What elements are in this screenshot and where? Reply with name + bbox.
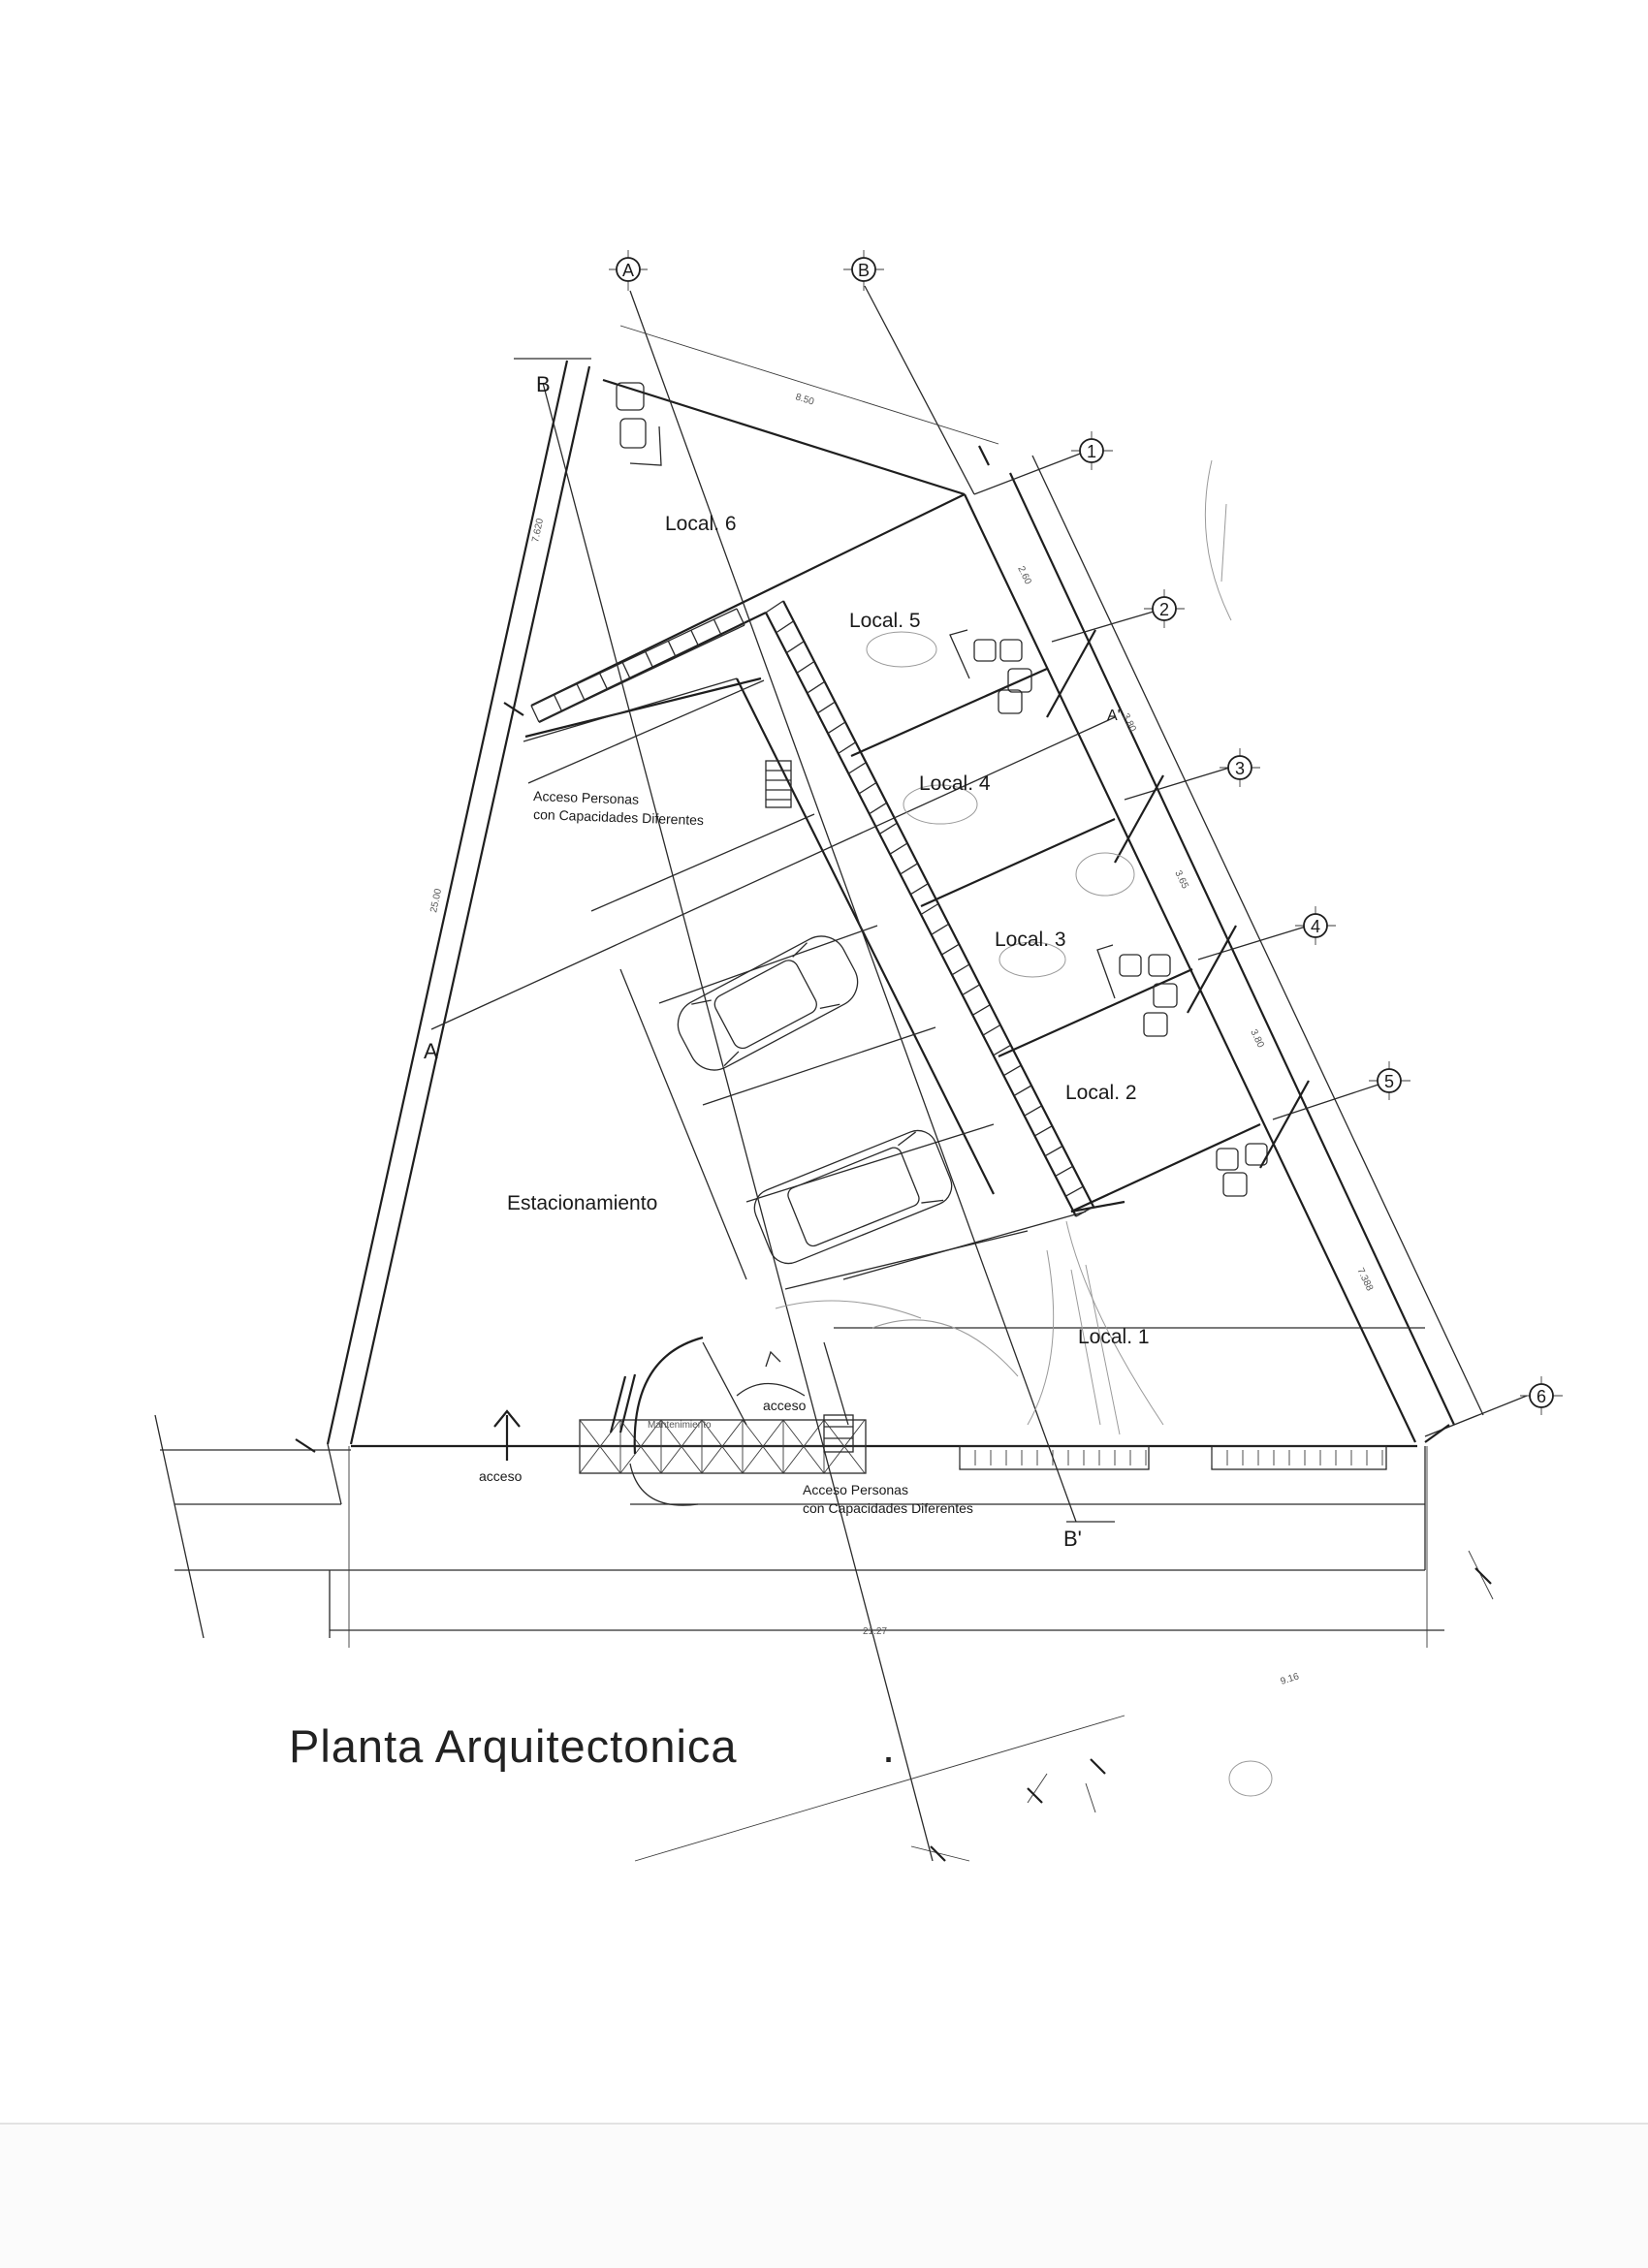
- axis-label-5: 5: [1384, 1072, 1394, 1091]
- dimension-ticks: [295, 445, 1492, 1862]
- pencil-sketch-marks: [775, 459, 1273, 1797]
- axis-lines: [430, 285, 1528, 1862]
- car-1: [677, 935, 859, 1071]
- dimension-value: 3.65: [1172, 868, 1190, 891]
- dimension-value: 21.27: [863, 1626, 887, 1637]
- internal-walls: [523, 493, 1425, 1329]
- section-label-b-bottom: B': [1063, 1527, 1082, 1551]
- axis-label-3: 3: [1235, 759, 1245, 778]
- room-label-local-1: Local. 1: [1078, 1326, 1150, 1348]
- access-label-street: acceso: [479, 1468, 523, 1484]
- dimension-value: 7.388: [1354, 1266, 1375, 1293]
- axis-bubble-5: 5: [1369, 1061, 1410, 1100]
- section-label-a-right: A': [1107, 708, 1121, 724]
- access-arrow-icon: [493, 1409, 521, 1461]
- axis-bubble-1: 1: [1071, 431, 1113, 470]
- dimension-value: 3.80: [1248, 1027, 1266, 1050]
- maintenance-label: Mantenimiento: [648, 1420, 712, 1431]
- drawing-title: Planta Arquitectonica: [289, 1720, 738, 1772]
- accessible-access-label-2b: con Capacidades Diferentes: [803, 1500, 973, 1516]
- scan-page-edge: [0, 2123, 1648, 2268]
- room-label-local-6: Local. 6: [665, 513, 737, 535]
- dimension-value: 9.16: [1280, 1671, 1301, 1687]
- axis-label-b: B: [858, 261, 870, 280]
- axis-label-1: 1: [1087, 442, 1096, 461]
- drawing-title-mark: .: [882, 1720, 896, 1772]
- dimension-value: 7.620: [530, 517, 546, 543]
- car-2: [753, 1129, 953, 1265]
- room-label-estacionamiento: Estacionamiento: [507, 1192, 657, 1214]
- dimension-value: 3.80: [1120, 711, 1138, 734]
- axis-bubble-3: 3: [1220, 748, 1260, 787]
- room-label-local-2: Local. 2: [1065, 1082, 1137, 1104]
- dimension-value: 25.00: [428, 887, 444, 913]
- storefront-windows: [959, 1445, 1387, 1470]
- accessible-access-label-1a: Acceso Personas: [533, 788, 639, 807]
- accessible-access-label-2a: Acceso Personas: [803, 1482, 908, 1497]
- entrance-area: [579, 1336, 867, 1506]
- hatched-wall-band: [530, 608, 745, 723]
- axis-bubble-a: A: [609, 250, 648, 291]
- axis-bubble-4: 4: [1295, 906, 1336, 945]
- accessible-access-label-1b: con Capacidades Diferentes: [533, 806, 704, 828]
- axis-label-4: 4: [1311, 917, 1320, 936]
- axis-label-a: A: [622, 261, 634, 280]
- room-label-local-4: Local. 4: [919, 772, 991, 795]
- access-label-entrance: acceso: [763, 1398, 807, 1413]
- section-label-b-top: B: [536, 372, 551, 396]
- section-label-a-left: A: [424, 1039, 438, 1063]
- axis-bubble-2: 2: [1144, 589, 1185, 628]
- street-lines: [154, 1414, 1444, 1648]
- room-label-local-3: Local. 3: [995, 929, 1066, 951]
- axis-bubble-b: B: [843, 250, 884, 291]
- axis-bubble-6: 6: [1520, 1376, 1563, 1415]
- room-label-local-5: Local. 5: [849, 610, 921, 632]
- bathroom-fixtures: [616, 382, 1268, 1453]
- dimension-value: 8.50: [794, 392, 815, 407]
- dimension-value: 2.60: [1015, 564, 1033, 586]
- parking-stalls: [527, 679, 1029, 1290]
- axis-label-2: 2: [1159, 600, 1169, 619]
- corridor-grid: [765, 600, 1094, 1217]
- axis-label-6: 6: [1537, 1387, 1546, 1406]
